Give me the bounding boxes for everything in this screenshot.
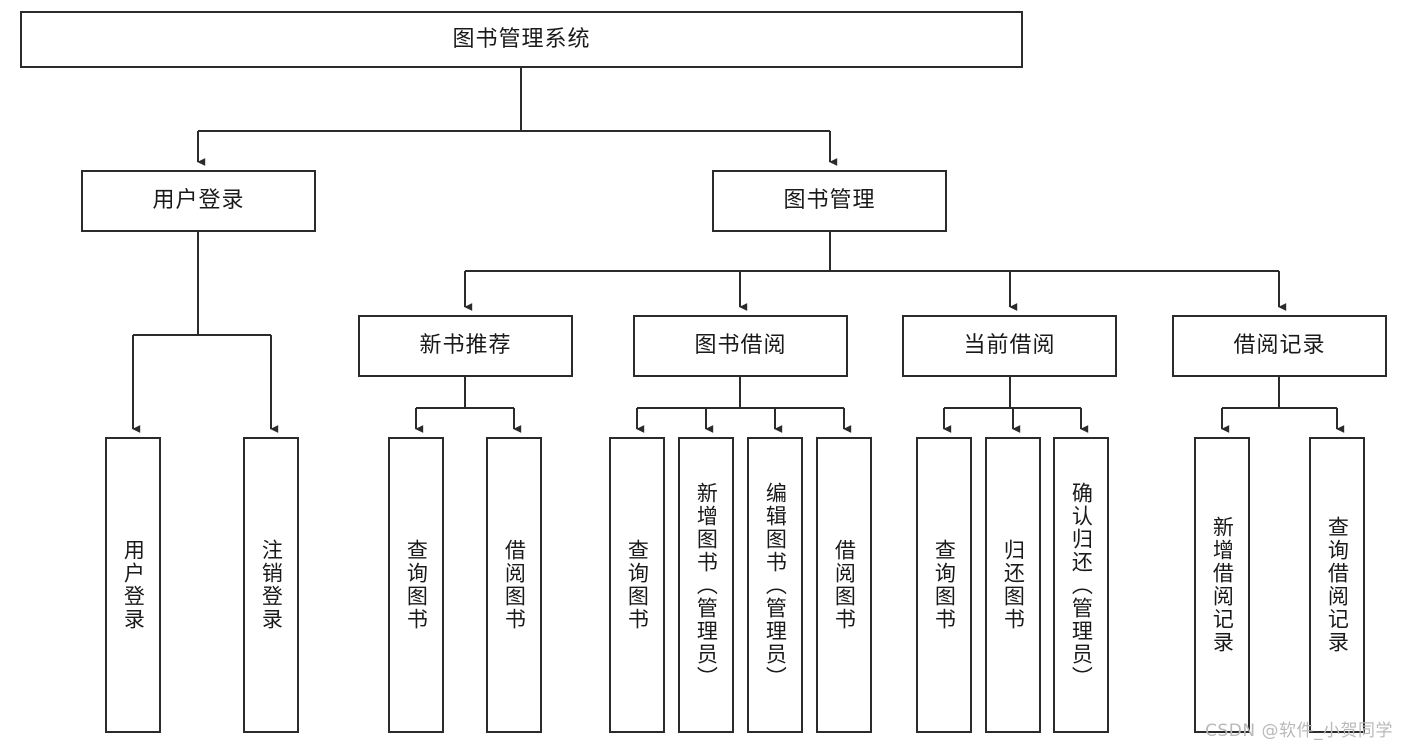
- node-leaf-borrow-book-1[interactable]: 借阅图书: [486, 437, 542, 733]
- node-book-borrow[interactable]: 图书借阅: [633, 315, 848, 377]
- node-user-login[interactable]: 用户登录: [81, 170, 316, 232]
- node-leaf-logout-login[interactable]: 注销登录: [243, 437, 299, 733]
- node-borrow-record[interactable]: 借阅记录: [1172, 315, 1387, 377]
- node-label: 新增图书（管理员）: [694, 481, 719, 689]
- node-label: 图书借阅: [694, 333, 787, 359]
- node-label: 查询图书: [625, 539, 650, 631]
- node-book-management[interactable]: 图书管理: [712, 170, 947, 232]
- node-label: 借阅图书: [502, 539, 527, 631]
- node-leaf-confirm-return-admin[interactable]: 确认归还（管理员）: [1053, 437, 1109, 733]
- node-label: 用户登录: [121, 539, 146, 631]
- node-label: 借阅记录: [1233, 333, 1326, 359]
- node-new-book-recommend[interactable]: 新书推荐: [358, 315, 573, 377]
- node-leaf-query-book-2[interactable]: 查询图书: [609, 437, 665, 733]
- node-leaf-add-book-admin[interactable]: 新增图书（管理员）: [678, 437, 734, 733]
- node-label: 图书管理系统: [452, 26, 591, 52]
- node-book-management-system[interactable]: 图书管理系统: [20, 11, 1023, 68]
- node-label: 编辑图书（管理员）: [763, 481, 788, 689]
- node-label: 注销登录: [259, 539, 284, 631]
- node-leaf-user-login[interactable]: 用户登录: [105, 437, 161, 733]
- node-label: 确认归还（管理员）: [1069, 481, 1094, 689]
- node-label: 归还图书: [1001, 539, 1026, 631]
- node-label: 新书推荐: [419, 333, 512, 359]
- node-label: 图书管理: [783, 188, 876, 214]
- node-leaf-query-book-1[interactable]: 查询图书: [388, 437, 444, 733]
- node-label: 当前借阅: [963, 333, 1056, 359]
- node-current-borrow[interactable]: 当前借阅: [902, 315, 1117, 377]
- node-leaf-query-borrow-record[interactable]: 查询借阅记录: [1309, 437, 1365, 733]
- node-label: 查询借阅记录: [1325, 516, 1350, 654]
- node-leaf-add-borrow-record[interactable]: 新增借阅记录: [1194, 437, 1250, 733]
- node-label: 用户登录: [152, 188, 245, 214]
- node-label: 新增借阅记录: [1210, 516, 1235, 654]
- node-leaf-borrow-book-2[interactable]: 借阅图书: [816, 437, 872, 733]
- node-leaf-return-book[interactable]: 归还图书: [985, 437, 1041, 733]
- node-leaf-edit-book-admin[interactable]: 编辑图书（管理员）: [747, 437, 803, 733]
- node-label: 查询图书: [932, 539, 957, 631]
- node-leaf-query-book-3[interactable]: 查询图书: [916, 437, 972, 733]
- node-label: 查询图书: [404, 539, 429, 631]
- node-label: 借阅图书: [832, 539, 857, 631]
